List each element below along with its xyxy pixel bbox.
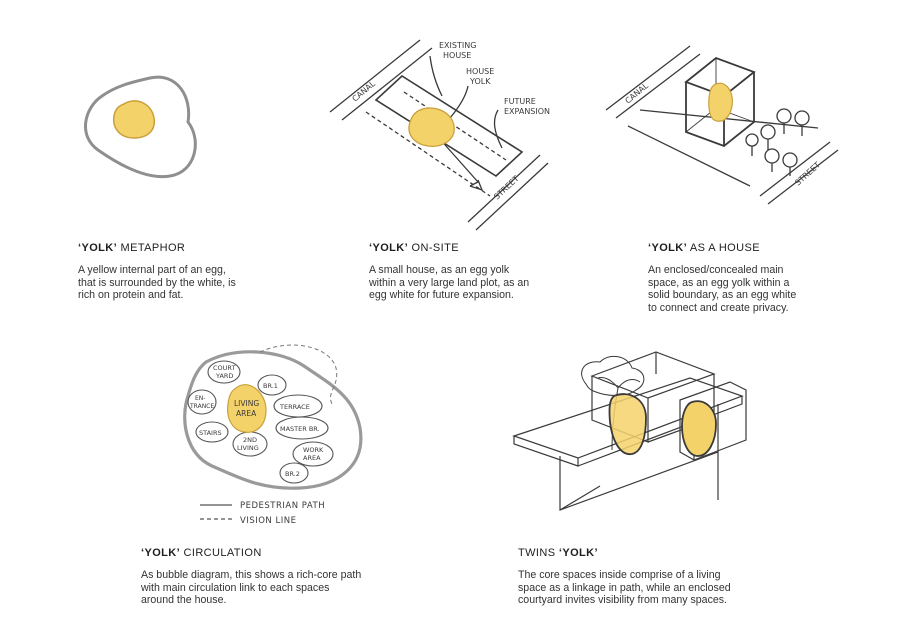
bubble-label-work-1: WORK	[303, 446, 324, 454]
caption-onsite: ‘YOLK’ ON-SITE A small house, as an egg …	[369, 242, 569, 302]
caption-house-title: ‘YOLK’ AS A HOUSE	[648, 242, 760, 254]
bubble-label-entrance-1: EN-	[195, 395, 205, 402]
bubble-label-stairs: STAIRS	[199, 429, 222, 437]
legend-pedestrian-label: PEDESTRIAN PATH	[240, 501, 325, 511]
egg-metaphor-sketch	[84, 75, 197, 179]
house-street-label: STREET	[793, 160, 822, 187]
bubble-living-yolk	[227, 384, 267, 433]
caption-onsite-body: A small house, as an egg yolk within a v…	[369, 264, 530, 302]
twins-yolk-living	[681, 400, 717, 457]
twins-yolk-courtyard	[608, 393, 647, 455]
bubble-outer-boundary	[183, 350, 363, 490]
caption-metaphor-body: A yellow internal part of an egg, that i…	[78, 264, 236, 302]
egg-white-outline	[84, 75, 197, 179]
bubble-label-living-1: LIVING	[234, 399, 259, 408]
onsite-yolk-label-2: YOLK	[469, 77, 491, 86]
bubble-label-terrace: TERRACE	[279, 403, 310, 411]
onsite-sketch	[329, 39, 549, 231]
bubble-label-2nd-living-2: LIVING	[237, 444, 259, 452]
bubble-label-br1: BR.1	[263, 382, 278, 390]
bubble-br2	[279, 462, 309, 484]
caption-metaphor: ‘YOLK’ METAPHOR A yellow internal part o…	[78, 242, 278, 302]
caption-circulation: ‘YOLK’ CIRCULATION As bubble diagram, th…	[141, 547, 391, 607]
caption-twins: TWINS ‘YOLK’ The core spaces inside comp…	[518, 547, 778, 607]
twins-axonometric-sketch	[512, 351, 747, 511]
bubble-label-master-br: MASTER BR.	[280, 425, 320, 433]
bubble-label-2nd-living-1: 2ND	[243, 436, 257, 444]
bubble-label-entrance-2: TRANCE	[189, 403, 214, 410]
caption-circulation-title: ‘YOLK’ CIRCULATION	[141, 547, 262, 559]
bubble-br1	[257, 374, 287, 396]
caption-circulation-body: As bubble diagram, this shows a rich-cor…	[141, 569, 362, 607]
onsite-house-yolk	[408, 107, 455, 147]
bubble-work-area	[292, 441, 334, 467]
onsite-future-label-1: FUTURE	[504, 97, 536, 106]
egg-yolk	[112, 100, 156, 139]
bubble-label-court-2: YARD	[215, 372, 233, 380]
caption-twins-body: The core spaces inside comprise of a liv…	[518, 569, 731, 607]
caption-onsite-title: ‘YOLK’ ON-SITE	[369, 242, 459, 254]
bubble-stairs	[195, 421, 229, 443]
onsite-street-label: STREET	[492, 174, 521, 201]
caption-metaphor-title: ‘YOLK’ METAPHOR	[78, 242, 186, 254]
vision-line-curve	[259, 344, 338, 405]
bubble-label-court-1: COURT	[213, 364, 235, 372]
onsite-future-label-2: EXPANSION	[504, 107, 550, 116]
bubble-court-yard	[207, 360, 241, 384]
onsite-existing-label-2: HOUSE	[443, 51, 471, 60]
bubble-label-br2: BR.2	[285, 470, 300, 478]
caption-house-body: An enclosed/concealed main space, as an …	[648, 264, 797, 314]
house-yolk	[708, 82, 733, 122]
bubble-entrance	[187, 389, 217, 415]
bubble-label-work-2: AREA	[303, 454, 321, 462]
bubble-diagram-sketch	[183, 344, 363, 520]
legend-vision-label: VISION LINE	[240, 516, 296, 526]
onsite-canal-label: CANAL	[351, 79, 378, 104]
bubble-master-br	[275, 416, 329, 440]
onsite-yolk-label-1: HOUSE	[466, 67, 494, 76]
onsite-existing-label-1: EXISTING	[439, 41, 476, 50]
caption-house: ‘YOLK’ AS A HOUSE An enclosed/concealed …	[648, 242, 858, 314]
caption-twins-title: TWINS ‘YOLK’	[518, 547, 598, 559]
bubble-label-living-2: AREA	[236, 409, 257, 418]
